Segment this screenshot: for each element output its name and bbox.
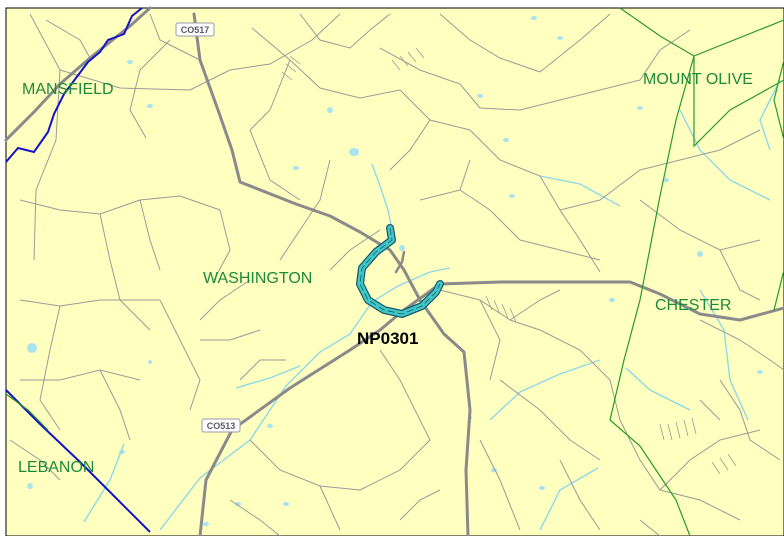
place-label-chester: CHESTER — [655, 297, 731, 314]
place-label-mansfield: MANSFIELD — [22, 81, 114, 98]
np0301-feature[interactable] — [356, 224, 444, 318]
feature-label-np0301: NP0301 — [357, 329, 418, 348]
co517-label: CO517 — [181, 25, 210, 35]
place-label-washington: WASHINGTON — [203, 270, 312, 287]
co513-shield: CO513 — [201, 418, 241, 433]
place-label-lebanon: LEBANON — [18, 459, 94, 476]
subdivision-roads-layer — [281, 47, 737, 475]
local-roads-layer — [9, 13, 784, 536]
place-label-mount-olive: MOUNT OLIVE — [643, 71, 753, 88]
county-boundary — [5, 7, 151, 533]
co513-label: CO513 — [207, 421, 236, 431]
township-boundary — [5, 7, 784, 536]
streams-layer — [83, 79, 781, 531]
co517-shield: CO517 — [175, 22, 215, 37]
ponds-layer — [27, 16, 763, 526]
